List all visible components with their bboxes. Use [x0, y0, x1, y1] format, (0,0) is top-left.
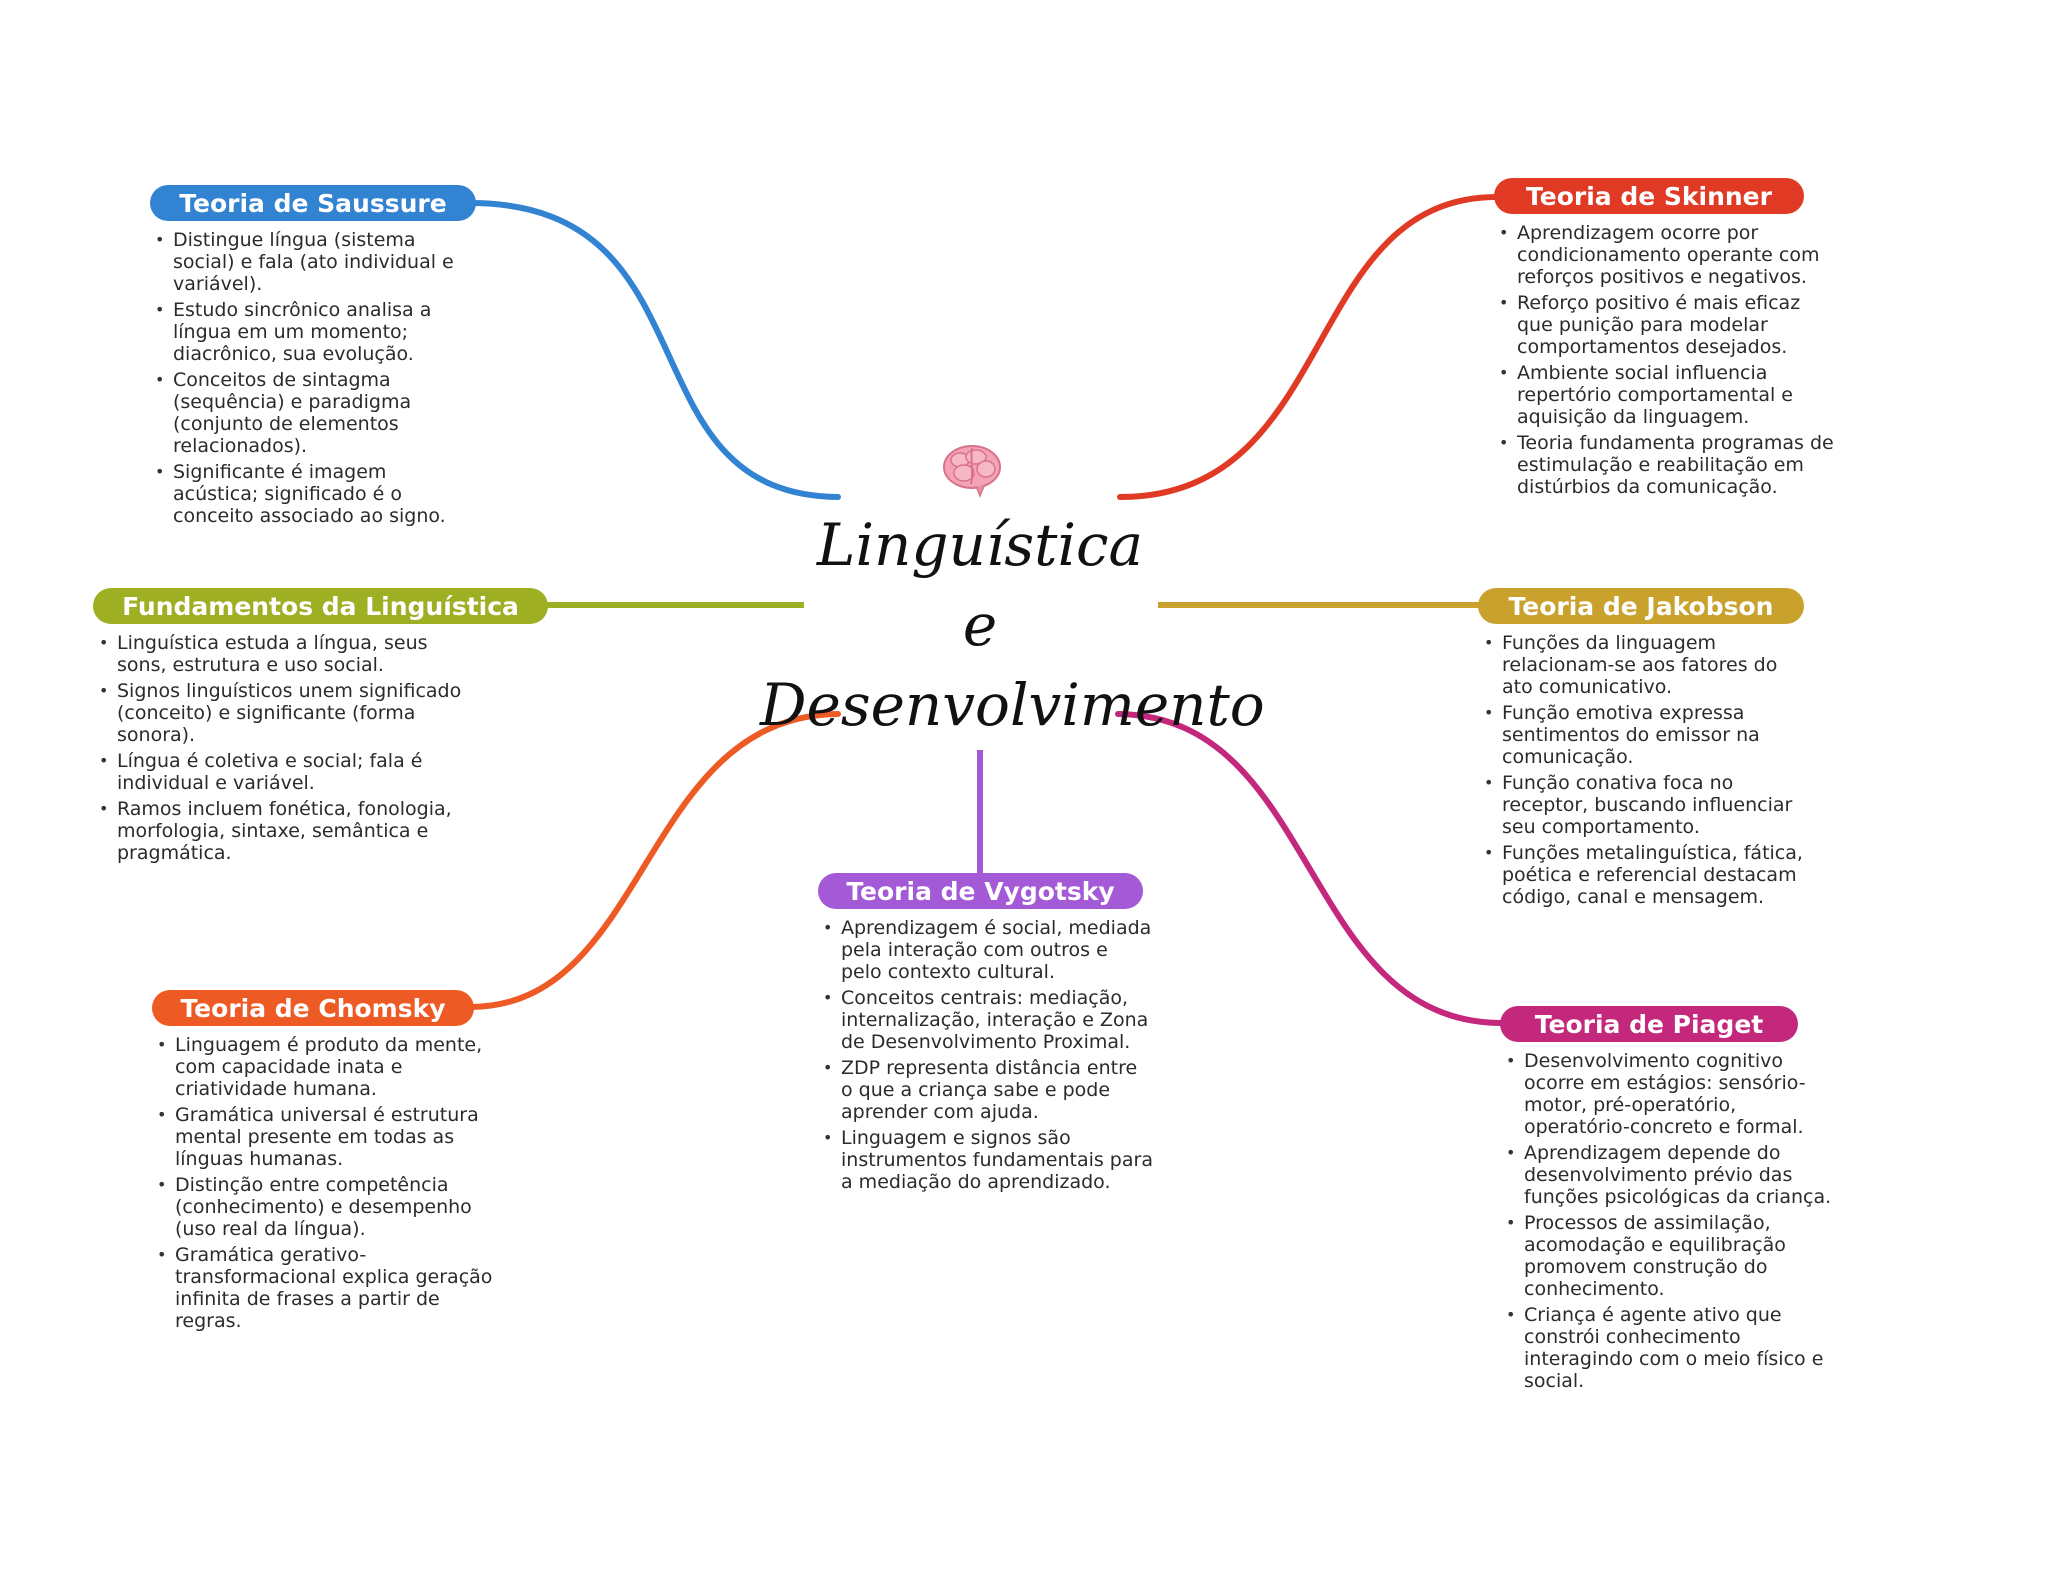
- list-item: Função emotiva expressa sentimentos do e…: [1484, 702, 1814, 768]
- list-item: Funções metalinguística, fática, poética…: [1484, 842, 1814, 908]
- connector-chomsky: [467, 711, 841, 1010]
- branch-title-skinner[interactable]: Teoria de Skinner: [1494, 178, 1804, 214]
- connector-saussure: [467, 200, 841, 500]
- list-item: Distinção entre competência (conheciment…: [157, 1174, 497, 1240]
- list-item: Processos de assimilação, acomodação e e…: [1506, 1212, 1836, 1300]
- list-item: Conceitos centrais: mediação, internaliz…: [823, 987, 1153, 1053]
- list-item: Teoria fundamenta programas de estimulaç…: [1499, 432, 1839, 498]
- list-item: Linguagem e signos são instrumentos fund…: [823, 1127, 1153, 1193]
- connector-skinner: [1117, 194, 1500, 500]
- central-title-line-3: Desenvolvimento: [760, 671, 1265, 739]
- branch-notes-vygotsky: Aprendizagem é social, mediada pela inte…: [823, 917, 1153, 1197]
- list-item: Distingue língua (sistema social) e fala…: [155, 229, 475, 295]
- list-item: Linguagem é produto da mente, com capaci…: [157, 1034, 497, 1100]
- list-item: Linguística estuda a língua, seus sons, …: [99, 632, 479, 676]
- branch-title-vygotsky[interactable]: Teoria de Vygotsky: [818, 873, 1143, 909]
- list-item: Gramática universal é estrutura mental p…: [157, 1104, 497, 1170]
- list-item: Estudo sincrônico analisa a língua em um…: [155, 299, 475, 365]
- branch-notes-fundamentos: Linguística estuda a língua, seus sons, …: [99, 632, 479, 868]
- branch-title-fundamentos[interactable]: Fundamentos da Linguística: [93, 588, 548, 624]
- list-item: Função conativa foca no receptor, buscan…: [1484, 772, 1814, 838]
- list-item: Signos linguísticos unem significado (co…: [99, 680, 479, 746]
- branch-notes-skinner: Aprendizagem ocorre por condicionamento …: [1499, 222, 1839, 502]
- branch-notes-saussure: Distingue língua (sistema social) e fala…: [155, 229, 475, 531]
- list-item: Significante é imagem acústica; signific…: [155, 461, 475, 527]
- brain-icon: [943, 445, 1001, 499]
- list-item: Língua é coletiva e social; fala é indiv…: [99, 750, 479, 794]
- central-title-line-2: e: [962, 591, 998, 659]
- central-title-line-1: Linguística: [816, 511, 1144, 579]
- list-item: Reforço positivo é mais eficaz que puniç…: [1499, 292, 1839, 358]
- connector-piaget: [1115, 711, 1505, 1026]
- list-item: Funções da linguagem relacionam-se aos f…: [1484, 632, 1814, 698]
- list-item: Gramática gerativo-transformacional expl…: [157, 1244, 497, 1332]
- list-item: Conceitos de sintagma (sequência) e para…: [155, 369, 475, 457]
- list-item: Aprendizagem é social, mediada pela inte…: [823, 917, 1153, 983]
- list-item: Aprendizagem depende do desenvolvimento …: [1506, 1142, 1836, 1208]
- list-item: Ambiente social influencia repertório co…: [1499, 362, 1839, 428]
- list-item: ZDP representa distância entre o que a c…: [823, 1057, 1153, 1123]
- branch-title-saussure[interactable]: Teoria de Saussure: [150, 185, 476, 221]
- branch-title-jakobson[interactable]: Teoria de Jakobson: [1478, 588, 1804, 624]
- list-item: Desenvolvimento cognitivo ocorre em está…: [1506, 1050, 1836, 1138]
- list-item: Aprendizagem ocorre por condicionamento …: [1499, 222, 1839, 288]
- branch-notes-chomsky: Linguagem é produto da mente, com capaci…: [157, 1034, 497, 1336]
- branch-notes-piaget: Desenvolvimento cognitivo ocorre em está…: [1506, 1050, 1836, 1396]
- list-item: Criança é agente ativo que constrói conh…: [1506, 1304, 1836, 1392]
- list-item: Ramos incluem fonética, fonologia, morfo…: [99, 798, 479, 864]
- branch-title-chomsky[interactable]: Teoria de Chomsky: [152, 990, 474, 1026]
- branch-title-piaget[interactable]: Teoria de Piaget: [1500, 1006, 1798, 1042]
- branch-notes-jakobson: Funções da linguagem relacionam-se aos f…: [1484, 632, 1814, 912]
